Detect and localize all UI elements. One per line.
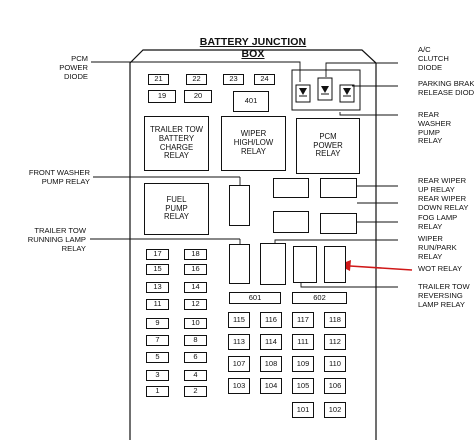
relay-rear-washer-pump — [320, 178, 357, 198]
fuse-14: 14 — [184, 282, 207, 293]
fuse-10: 10 — [184, 318, 207, 329]
relay-front-washer-pump — [229, 185, 250, 226]
relay-trailer-tow-reversing-lamp — [293, 246, 317, 283]
label-front-washer-pump-relay: FRONT WASHER PUMP RELAY — [28, 168, 90, 186]
fuse-105: 105 — [292, 378, 314, 394]
relay-fog-lamp — [320, 213, 357, 234]
relay-trailer-tow-battery-charge: TRAILER TOW BATTERY CHARGE RELAY — [144, 116, 209, 171]
fuse-110: 110 — [324, 356, 346, 372]
label-trailer-tow-running-lamp-relay: TRAILER TOW RUNNING LAMP RELAY — [27, 226, 86, 253]
pcm-power-diode — [295, 84, 311, 103]
relay-wot — [324, 246, 346, 283]
fuse-17: 17 — [146, 249, 169, 260]
fuse-101: 101 — [292, 402, 314, 418]
fuse-111: 111 — [292, 334, 314, 350]
fuse-23: 23 — [223, 74, 244, 85]
fuse-8: 8 — [184, 335, 207, 346]
relay-trailer-tow-running-lamp — [229, 244, 250, 284]
fuse-4: 4 — [184, 370, 207, 381]
label-trailer-tow-reversing-lamp-relay: TRAILER TOW REVERSING LAMP RELAY — [418, 282, 470, 309]
leader-lines-right — [274, 62, 398, 288]
relay-pcm-power: PCM POWER RELAY — [296, 118, 360, 174]
fuse-1: 1 — [146, 386, 169, 397]
fuse-401: 401 — [233, 91, 269, 112]
fuse-12: 12 — [184, 299, 207, 310]
label-parking-brake-release-diode: PARKING BRAKE RELEASE DIODE — [418, 79, 474, 97]
fuse-19: 19 — [148, 90, 176, 103]
fuse-112: 112 — [324, 334, 346, 350]
fuse-21: 21 — [148, 74, 169, 85]
relay-rear-wiper-up — [273, 178, 309, 198]
label-rear-wiper-up-relay: REAR WIPER UP RELAY — [418, 176, 467, 194]
fuse-18: 18 — [184, 249, 207, 260]
fuse-107: 107 — [228, 356, 250, 372]
fuse-103: 103 — [228, 378, 250, 394]
junction-box-outline — [129, 49, 377, 440]
fuse-24: 24 — [254, 74, 275, 85]
fuse-20: 20 — [184, 90, 212, 103]
fuse-106: 106 — [324, 378, 346, 394]
fuse-116: 116 — [260, 312, 282, 328]
relay-fuel-pump: FUEL PUMP RELAY — [144, 183, 209, 235]
fuse-601: 601 — [229, 292, 281, 304]
fuse-114: 114 — [260, 334, 282, 350]
fuse-102: 102 — [324, 402, 346, 418]
fuse-6: 6 — [184, 352, 207, 363]
relay-rear-wiper-down — [273, 211, 309, 233]
label-rear-washer-pump-relay: REAR WASHER PUMP RELAY — [418, 110, 452, 146]
parking-brake-release-diode — [339, 84, 355, 103]
fuse-108: 108 — [260, 356, 282, 372]
fuse-5: 5 — [146, 352, 169, 363]
fuse-9: 9 — [146, 318, 169, 329]
fuse-13: 13 — [146, 282, 169, 293]
label-ac-clutch-diode: A/C CLUTCH DIODE — [418, 45, 449, 72]
leader-lines-left — [90, 61, 301, 244]
label-pcm-power-diode: PCM POWER DIODE — [59, 54, 88, 81]
label-rear-wiper-down-relay: REAR WIPER DOWN RELAY — [418, 194, 469, 212]
fuse-22: 22 — [186, 74, 207, 85]
diode-symbols — [299, 86, 351, 97]
fuse-11: 11 — [146, 299, 169, 310]
fuse-7: 7 — [146, 335, 169, 346]
page-title: BATTERY JUNCTION BOX — [199, 36, 307, 60]
relay-wiper-run-park — [260, 243, 286, 285]
fuse-113: 113 — [228, 334, 250, 350]
label-fog-lamp-relay: FOG LAMP RELAY — [418, 213, 458, 231]
fuse-104: 104 — [260, 378, 282, 394]
relay-wiper-high-low: WIPER HIGH/LOW RELAY — [221, 116, 286, 171]
label-wiper-run-park-relay: WIPER RUN/PARK RELAY — [418, 234, 457, 261]
fuse-602: 602 — [292, 292, 347, 304]
wot-arrow-line — [349, 265, 413, 271]
fuse-109: 109 — [292, 356, 314, 372]
fuse-16: 16 — [184, 264, 207, 275]
fuse-3: 3 — [146, 370, 169, 381]
fuse-2: 2 — [184, 386, 207, 397]
ac-clutch-diode — [317, 77, 333, 101]
fuse-118: 118 — [324, 312, 346, 328]
fuse-117: 117 — [292, 312, 314, 328]
label-wot-relay: WOT RELAY — [418, 264, 463, 273]
fuse-115: 115 — [228, 312, 250, 328]
fuse-15: 15 — [146, 264, 169, 275]
